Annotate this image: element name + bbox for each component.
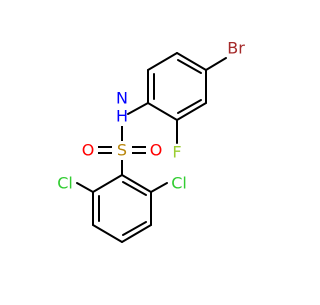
molecule-diagram: Br N H S O O F Cl Cl [57,39,245,243]
atom-cl-right: Cl [171,174,187,193]
atom-s: S [117,141,127,160]
atom-o-left: O [82,141,95,160]
bond-c1-c2 [147,52,178,71]
bond-d3-d4 [121,224,152,243]
bond-d6-d1 [92,174,123,193]
atom-br: Br [227,39,245,58]
bond-c2-c3 [176,52,207,71]
bond-c4-c5 [176,102,207,121]
atom-o-right: O [150,141,163,160]
bond-c6-n [127,102,149,115]
upper-ring [127,52,227,144]
structure-svg: Br N H S O O F Cl Cl [57,39,245,243]
atom-f: F [172,143,181,162]
atom-cl-left: Cl [57,174,73,193]
bond-d3-d4-inner [122,221,147,236]
bond-d4-d5 [92,224,123,243]
bond-c2-c3-inner [177,59,202,74]
atom-n: N [116,89,128,108]
bond-d1-d2-inner [122,181,147,196]
lower-ring [76,174,168,243]
bond-c4-c5-inner [177,99,202,114]
atom-h: H [116,107,128,126]
bond-d1-d2 [121,174,152,193]
sulfonyl-bonds [98,146,146,154]
bond-d2-cl [150,182,168,193]
bond-d6-cl [76,182,94,193]
bond-c5-c6 [147,102,178,121]
bond-c3-br [205,57,227,71]
